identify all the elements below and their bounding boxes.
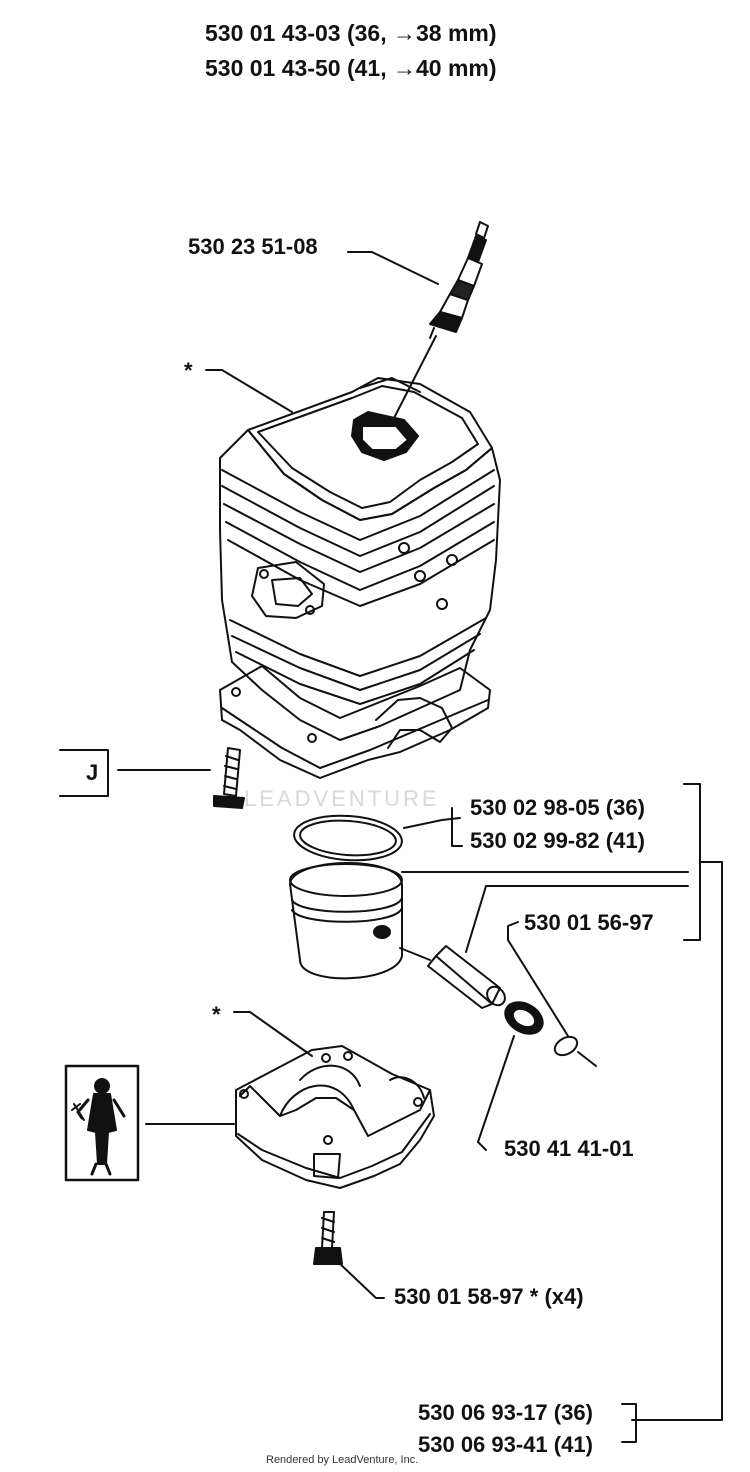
label-kit-41: 530 06 93-41 (41) <box>418 1432 593 1457</box>
label-ring-36: 530 02 98-05 (36) <box>470 795 645 820</box>
mechanic-figure-icon <box>64 1064 140 1182</box>
header-part-number-2: 530 01 43-50 (41, →40 mm) <box>205 55 497 81</box>
watermark: LEADVENTURE <box>244 786 440 811</box>
cylinder-icon <box>219 377 501 779</box>
label-screw: 530 01 58-97 * (x4) <box>394 1284 584 1309</box>
leader-piston-ring <box>403 807 463 847</box>
label-crankcase-star: * <box>212 1002 221 1027</box>
header-part-number-1: 530 01 43-03 (36, →38 mm) <box>205 20 497 46</box>
leader-bearing <box>477 1035 515 1151</box>
label-ring-41: 530 02 99-82 (41) <box>470 828 645 853</box>
label-bearing: 530 41 41-01 <box>504 1136 634 1161</box>
label-circlip: 530 01 56-97 <box>524 910 654 935</box>
reference-j-box <box>59 749 109 797</box>
crankcase-icon <box>235 1045 435 1189</box>
leader-spark-plug <box>347 251 439 419</box>
label-kit-36: 530 06 93-17 (36) <box>418 1400 593 1425</box>
leader-piston-pin <box>399 885 689 961</box>
leader-screw <box>337 1261 385 1299</box>
needle-bearing-icon <box>504 1001 544 1035</box>
piston-pin-icon <box>427 945 506 1009</box>
label-spark-plug: 530 23 51-08 <box>188 234 318 259</box>
piston-ring-icon <box>293 814 403 862</box>
footer-credit: Rendered by LeadVenture, Inc. <box>266 1454 419 1466</box>
label-cylinder-star: * <box>184 358 193 383</box>
cylinder-bolt-icon <box>213 747 245 809</box>
crankcase-screw-icon <box>313 1211 343 1265</box>
leader-crankcase <box>233 1011 313 1057</box>
leader-circlip <box>507 921 569 1037</box>
spark-plug-icon <box>429 221 489 339</box>
leader-cylinder <box>205 369 293 413</box>
label-ref-j: J <box>86 760 99 785</box>
circlip-icon <box>553 1035 597 1067</box>
bracket-piston-group <box>621 783 723 1443</box>
piston-icon <box>289 862 403 980</box>
